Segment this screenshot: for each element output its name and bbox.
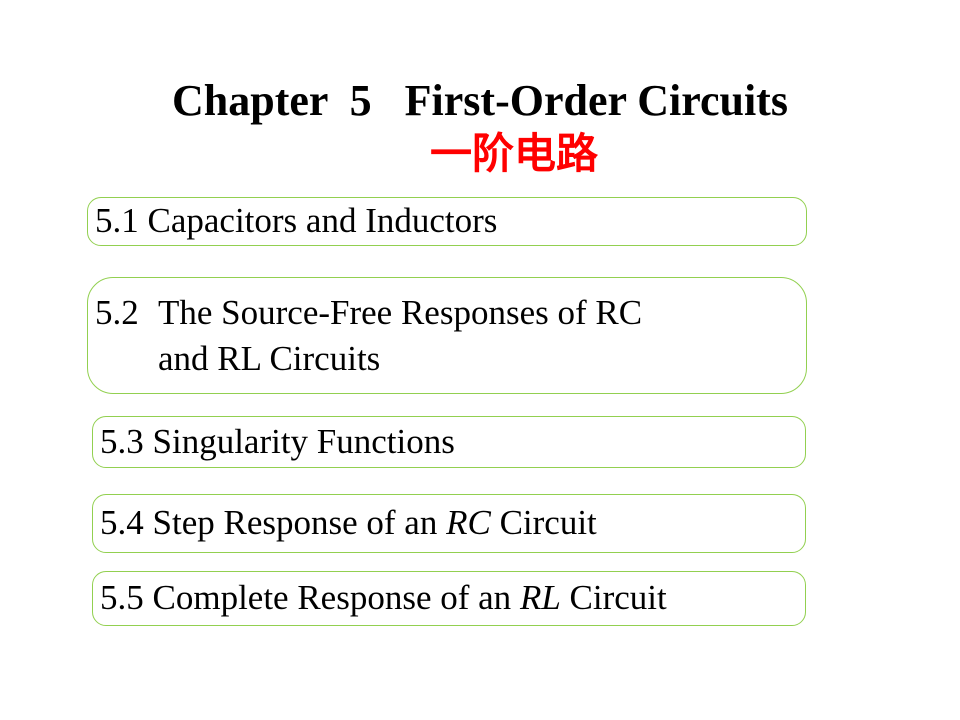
- section-title-text-end: Circuit: [560, 578, 667, 617]
- section-title-line-1: The Source-Free Responses of RC: [158, 293, 643, 332]
- chapter-subtitle-chinese: 一阶电路: [430, 129, 599, 178]
- section-box-5-1: 5.1 Capacitors and Inductors: [87, 197, 807, 246]
- section-row: 5.1 Capacitors and Inductors: [95, 198, 806, 244]
- section-box-5-5: 5.5 Complete Response of an RL Circuit: [92, 571, 806, 626]
- section-title-text-end: Circuit: [490, 503, 597, 542]
- section-row: 5.3 Singularity Functions: [100, 419, 805, 465]
- section-row: 5.4 Step Response of an RC Circuit: [100, 500, 805, 546]
- section-title-italic: RC: [446, 503, 491, 542]
- section-title-text: Complete Response of an: [152, 578, 520, 617]
- section-box-5-3: 5.3 Singularity Functions: [92, 416, 806, 468]
- section-number: 5.2: [95, 293, 139, 332]
- section-row: 5.5 Complete Response of an RL Circuit: [100, 575, 805, 621]
- chapter-title: Chapter 5 First-Order Circuits: [172, 76, 788, 125]
- section-box-5-4: 5.4 Step Response of an RC Circuit: [92, 494, 806, 553]
- section-title: Step Response of an RC Circuit: [153, 500, 597, 546]
- section-title: Capacitors and Inductors: [147, 201, 498, 240]
- section-row-continuation: and RL Circuits: [95, 336, 806, 382]
- section-number: 5.1: [95, 201, 139, 240]
- section-title-text: Step Response of an: [152, 503, 447, 542]
- section-title: Complete Response of an RL Circuit: [153, 575, 667, 621]
- section-title-line-2: and RL Circuits: [158, 339, 381, 378]
- section-number: 5.3: [100, 422, 144, 461]
- section-row: 5.2 The Source-Free Responses of RC: [95, 290, 806, 336]
- section-number: 5.5: [100, 578, 144, 617]
- section-title-italic: RL: [519, 578, 561, 617]
- section-number: 5.4: [100, 503, 144, 542]
- section-title: Singularity Functions: [152, 422, 455, 461]
- section-box-5-2: 5.2 The Source-Free Responses of RC and …: [87, 277, 807, 394]
